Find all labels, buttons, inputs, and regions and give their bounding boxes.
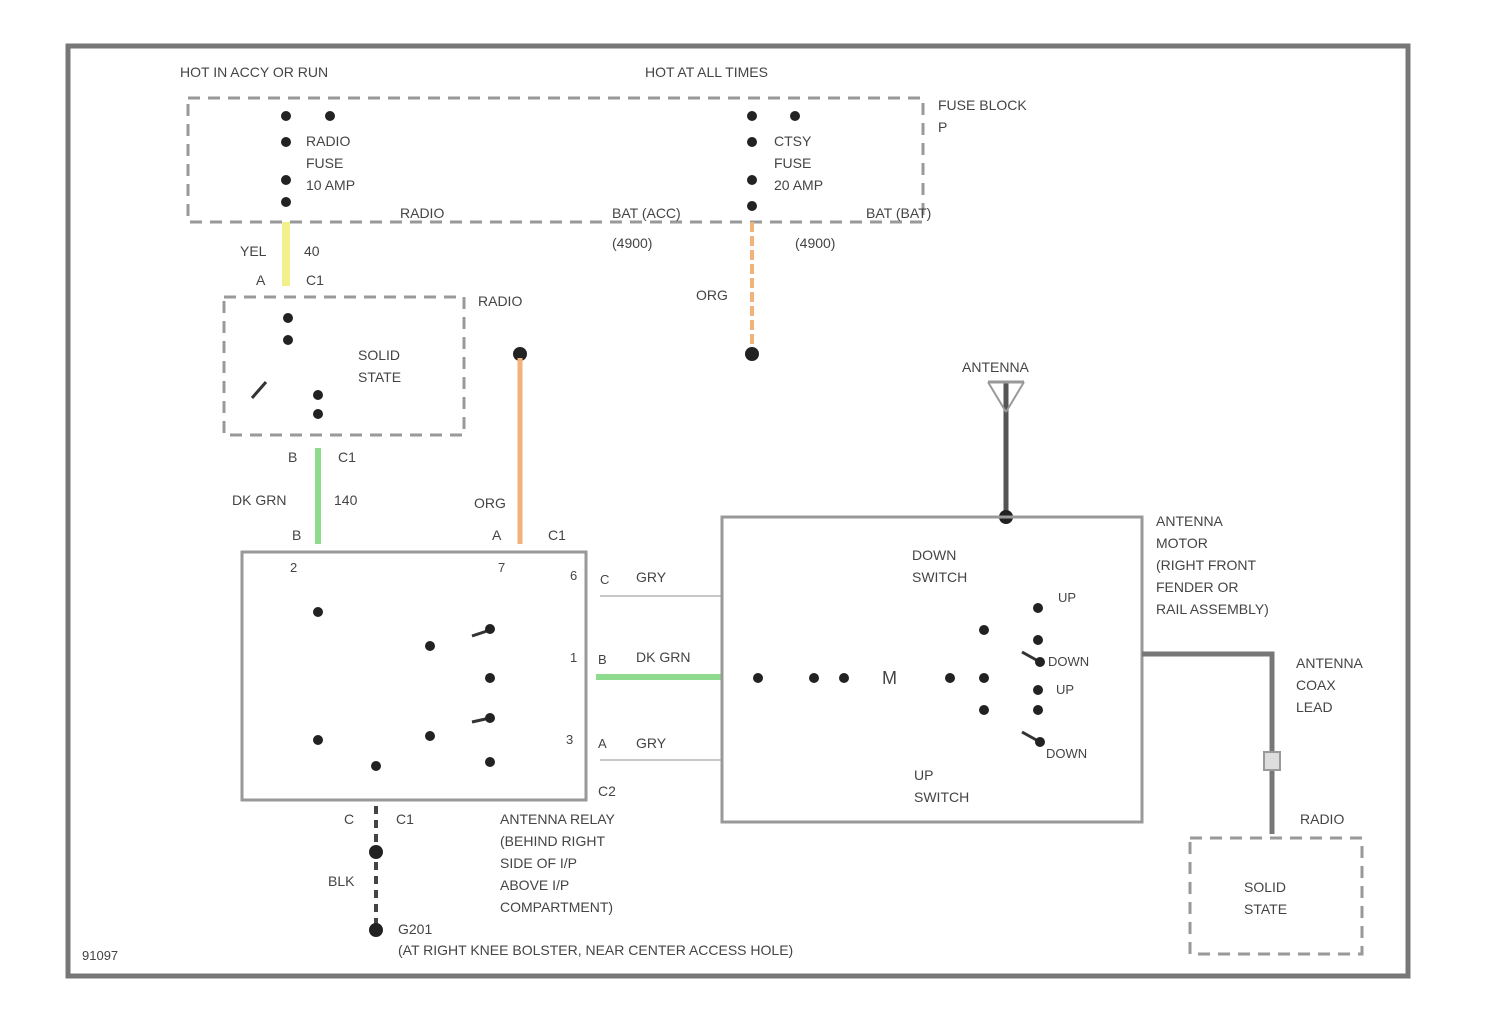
bat-bat-code: (4900) <box>795 235 835 251</box>
antenna-label: ANTENNA <box>962 359 1030 375</box>
ss-label-2: STATE <box>358 369 401 385</box>
relay-name-3: SIDE OF I/P <box>500 855 577 871</box>
coax-label-3: LEAD <box>1296 699 1333 715</box>
motor-name-2: MOTOR <box>1156 535 1208 551</box>
relay-pin-6: 6 <box>570 568 577 583</box>
wire-dkgrn2-label: DK GRN <box>636 649 690 665</box>
relay-pin-2: 2 <box>290 560 297 575</box>
motor-name-1: ANTENNA <box>1156 513 1224 529</box>
coax-connector <box>1264 752 1280 770</box>
bat-acc-label: BAT (ACC) <box>612 205 681 221</box>
motor-name-4: FENDER OR <box>1156 579 1238 595</box>
splice-ctsy <box>745 347 759 361</box>
svg-text:10 AMP: 10 AMP <box>306 177 355 193</box>
ground-label-2: (AT RIGHT KNEE BOLSTER, NEAR CENTER ACCE… <box>398 942 793 958</box>
relay-name-1: ANTENNA RELAY <box>500 811 616 827</box>
wire-org2-label: ORG <box>474 495 506 511</box>
fuse-block-suffix: P <box>938 119 947 135</box>
sw-down-2: DOWN <box>1046 746 1087 761</box>
bat-acc-code: (4900) <box>612 235 652 251</box>
wire-gry2-label: GRY <box>636 735 667 751</box>
radio-bus-label: RADIO <box>400 205 444 221</box>
relay-conn-b: B <box>292 527 301 543</box>
svg-text:20 AMP: 20 AMP <box>774 177 823 193</box>
figure-id: 91097 <box>82 948 118 963</box>
relay-conn-c1: C1 <box>548 527 566 543</box>
wire-gry1-label: GRY <box>636 569 667 585</box>
svg-text:FUSE: FUSE <box>774 155 811 171</box>
relay-conn-a: A <box>492 527 502 543</box>
hot-in-acc-label: HOT IN ACCY OR RUN <box>180 64 328 80</box>
motor-name-5: RAIL ASSEMBLY) <box>1156 601 1269 617</box>
wire-dkgrn-label: DK GRN <box>232 492 286 508</box>
fuse-block-label: FUSE BLOCK <box>938 97 1027 113</box>
coax-label-1: ANTENNA <box>1296 655 1364 671</box>
relay-pin-3: 3 <box>566 732 573 747</box>
pin-c: C <box>600 572 609 587</box>
wire-org-label: ORG <box>696 287 728 303</box>
ss-label-1: SOLID <box>358 347 400 363</box>
coax-label-2: COAX <box>1296 677 1336 693</box>
svg-text:RADIO: RADIO <box>306 133 350 149</box>
radio-conn-b: B <box>288 449 297 465</box>
motor-conn-c2: C2 <box>598 783 616 799</box>
pin-a: A <box>598 736 607 751</box>
ss-br-1: SOLID <box>1244 879 1286 895</box>
motor-m-label: M <box>882 668 897 688</box>
pin-b: B <box>598 652 607 667</box>
radio-conn-a: A <box>256 272 266 288</box>
svg-text:FUSE: FUSE <box>306 155 343 171</box>
up-switch-2: SWITCH <box>914 789 969 805</box>
radio-top-label: RADIO <box>478 293 522 309</box>
ground-splice <box>369 845 383 859</box>
svg-text:CTSY: CTSY <box>774 133 812 149</box>
hot-at-all-times-label: HOT AT ALL TIMES <box>645 64 768 80</box>
relay-ground-c: C <box>344 811 354 827</box>
radio-conn-c1: C1 <box>306 272 324 288</box>
bat-bat-label: BAT (BAT) <box>866 205 931 221</box>
wire-blk-label: BLK <box>328 873 355 889</box>
radio-br-label: RADIO <box>1300 811 1344 827</box>
relay-name-2: (BEHIND RIGHT <box>500 833 605 849</box>
sw-down-1: DOWN <box>1048 654 1089 669</box>
relay-name-5: COMPARTMENT) <box>500 899 613 915</box>
ground-label-1: G201 <box>398 921 432 937</box>
wire-yel-label: YEL <box>240 243 267 259</box>
up-switch-1: UP <box>914 767 933 783</box>
sw-up-1: UP <box>1058 590 1076 605</box>
ss-br-2: STATE <box>1244 901 1287 917</box>
relay-name-4: ABOVE I/P <box>500 877 569 893</box>
sw-up-2: UP <box>1056 682 1074 697</box>
down-switch-1: DOWN <box>912 547 956 563</box>
relay-pin-7: 7 <box>498 560 505 575</box>
relay-ground-c1: C1 <box>396 811 414 827</box>
motor-name-3: (RIGHT FRONT <box>1156 557 1257 573</box>
wire-dkgrn-num: 140 <box>334 492 358 508</box>
relay-pin-1: 1 <box>570 650 577 665</box>
ground-point <box>369 923 383 937</box>
wire-yel-num: 40 <box>304 243 320 259</box>
diagram-frame <box>68 46 1408 976</box>
down-switch-2: SWITCH <box>912 569 967 585</box>
radio-conn-c1b: C1 <box>338 449 356 465</box>
